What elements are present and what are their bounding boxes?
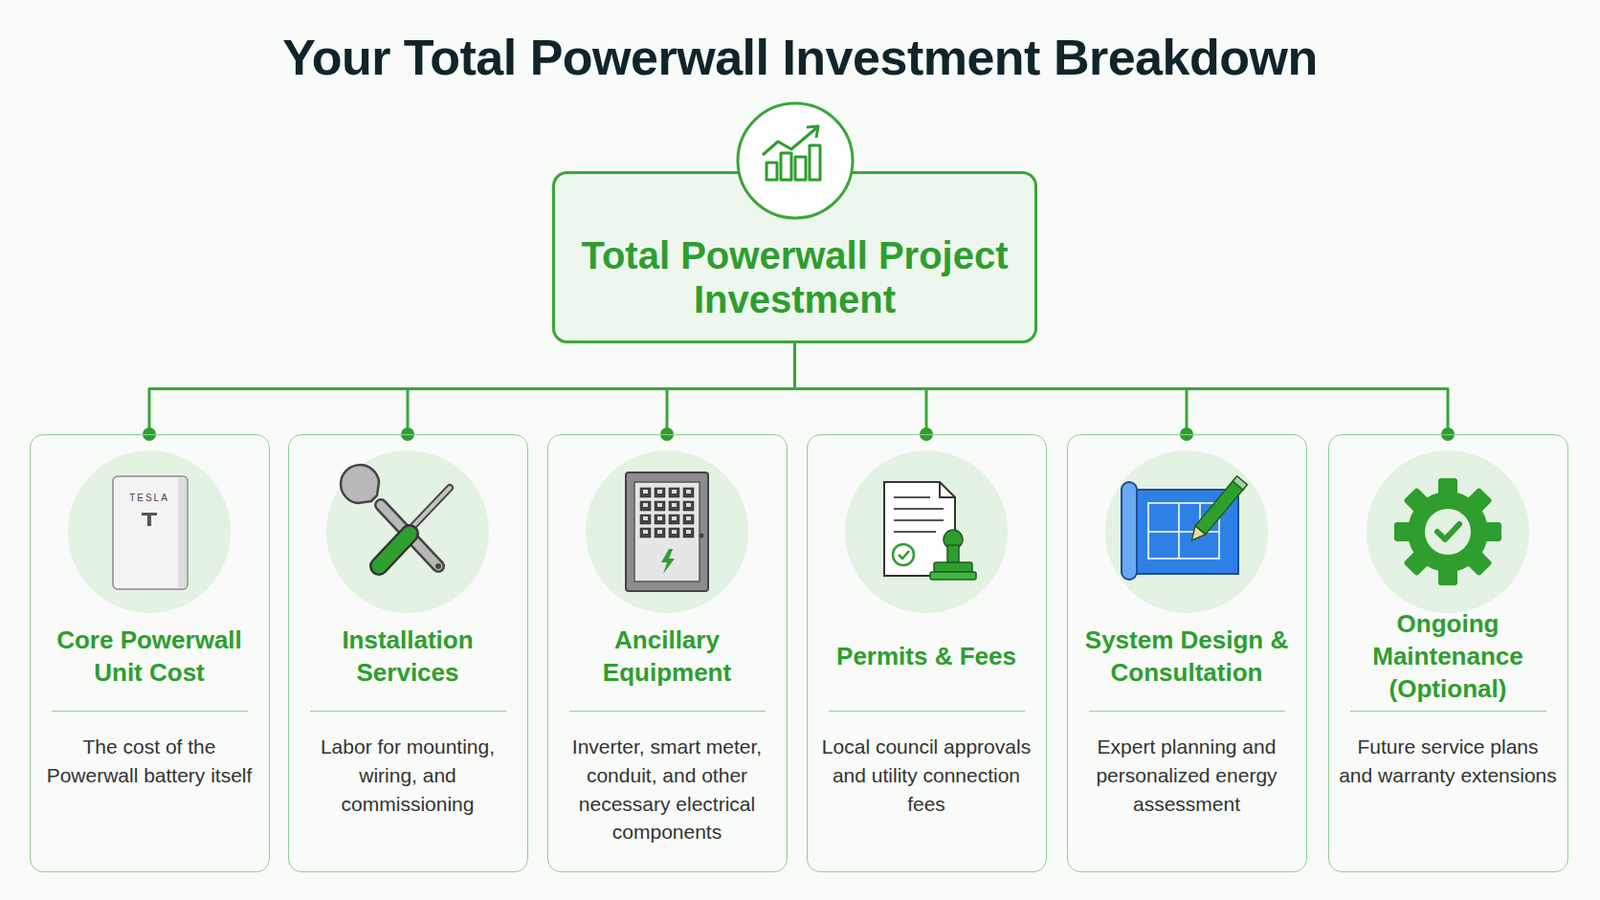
breaker-switch [643,516,648,521]
node-description: Future service plans and warranty extens… [1338,733,1558,791]
tools-icon [326,450,489,614]
breaker-switch [686,503,691,508]
node-heading: Permits & Fees [817,603,1037,712]
powerwall-icon [67,450,231,614]
breaker-switch [643,489,648,494]
brand-label: TESLA [120,492,178,504]
breaker-switch [686,489,691,494]
breaker-symbol [640,514,651,525]
electrical-panel-icon [585,450,749,614]
breaker-switch [657,503,663,508]
breaker-switch [671,503,677,508]
node-heading: Total Powerwall Project Investment [567,233,1023,322]
breaker-symbol [654,488,666,498]
node-description: The cost of the Powerwall battery itself [40,733,260,791]
breaker-switch [657,516,663,521]
breaker-switch [671,516,677,521]
category-card: Ancillary EquipmentInverter, smart meter… [547,434,788,873]
root-box: Total Powerwall Project Investment [552,171,1038,344]
breaker-symbol [668,501,680,512]
divider-line [828,711,1025,712]
node-description: Labor for mounting, wiring, and commissi… [298,733,518,819]
root-text-wrap: Total Powerwall Project Investment [567,233,1023,322]
diagram-title: Your Total Powerwall Investment Breakdow… [0,28,1600,87]
breaker-symbol [668,514,680,525]
category-card: Installation ServicesLabor for mounting,… [288,434,529,873]
divider-line [569,711,766,712]
breaker-symbol [640,528,651,538]
node-heading: Installation Services [298,603,518,712]
breaker-switch [686,530,691,534]
tree-connector [407,343,796,435]
divider-line [1350,711,1547,712]
tree-connector [795,343,1449,435]
divider-line [1088,711,1286,712]
permit-document-icon [844,450,1008,614]
breaker-symbol [640,488,651,498]
node-description: Local council approvals and utility conn… [817,733,1037,819]
node-description: Inverter, smart meter, conduit, and othe… [557,733,778,847]
breaker-symbol [654,528,666,538]
chart-icon [737,103,853,219]
blueprint-icon [1105,450,1268,614]
breaker-symbol [683,501,694,512]
tree-connector [149,343,796,435]
breaker-switch [643,530,648,534]
breaker-symbol [668,488,680,498]
node-heading: Ancillary Equipment [557,603,778,712]
node-heading: Core Powerwall Unit Cost [40,603,260,712]
breaker-switch [657,530,663,534]
gear-check-icon [1366,450,1530,614]
breaker-switch [671,530,677,534]
breaker-symbol [683,514,694,525]
category-card: Ongoing Maintenance (Optional) Future ser… [1328,434,1569,873]
breaker-symbol [654,514,666,525]
category-card: System Design & ConsultationExpert plann… [1066,434,1308,873]
breaker-switch [686,516,691,521]
breaker-symbol [640,501,651,512]
breaker-symbol [683,528,694,538]
breaker-symbol [668,528,680,538]
breaker-symbol [654,501,666,512]
divider-line [51,711,248,712]
tree-connector [666,343,796,435]
node-description: Expert planning and personalized energy … [1077,733,1297,819]
node-heading: System Design & Consultation [1077,603,1297,712]
breaker-switch [671,489,677,494]
category-card: Permits & FeesLocal council approvals an… [806,434,1047,873]
breaker-symbol [683,488,694,498]
divider-line [310,711,507,712]
breaker-switch [643,503,648,508]
node-heading: Ongoing Maintenance (Optional) [1338,603,1558,712]
breaker-switch [657,489,663,494]
